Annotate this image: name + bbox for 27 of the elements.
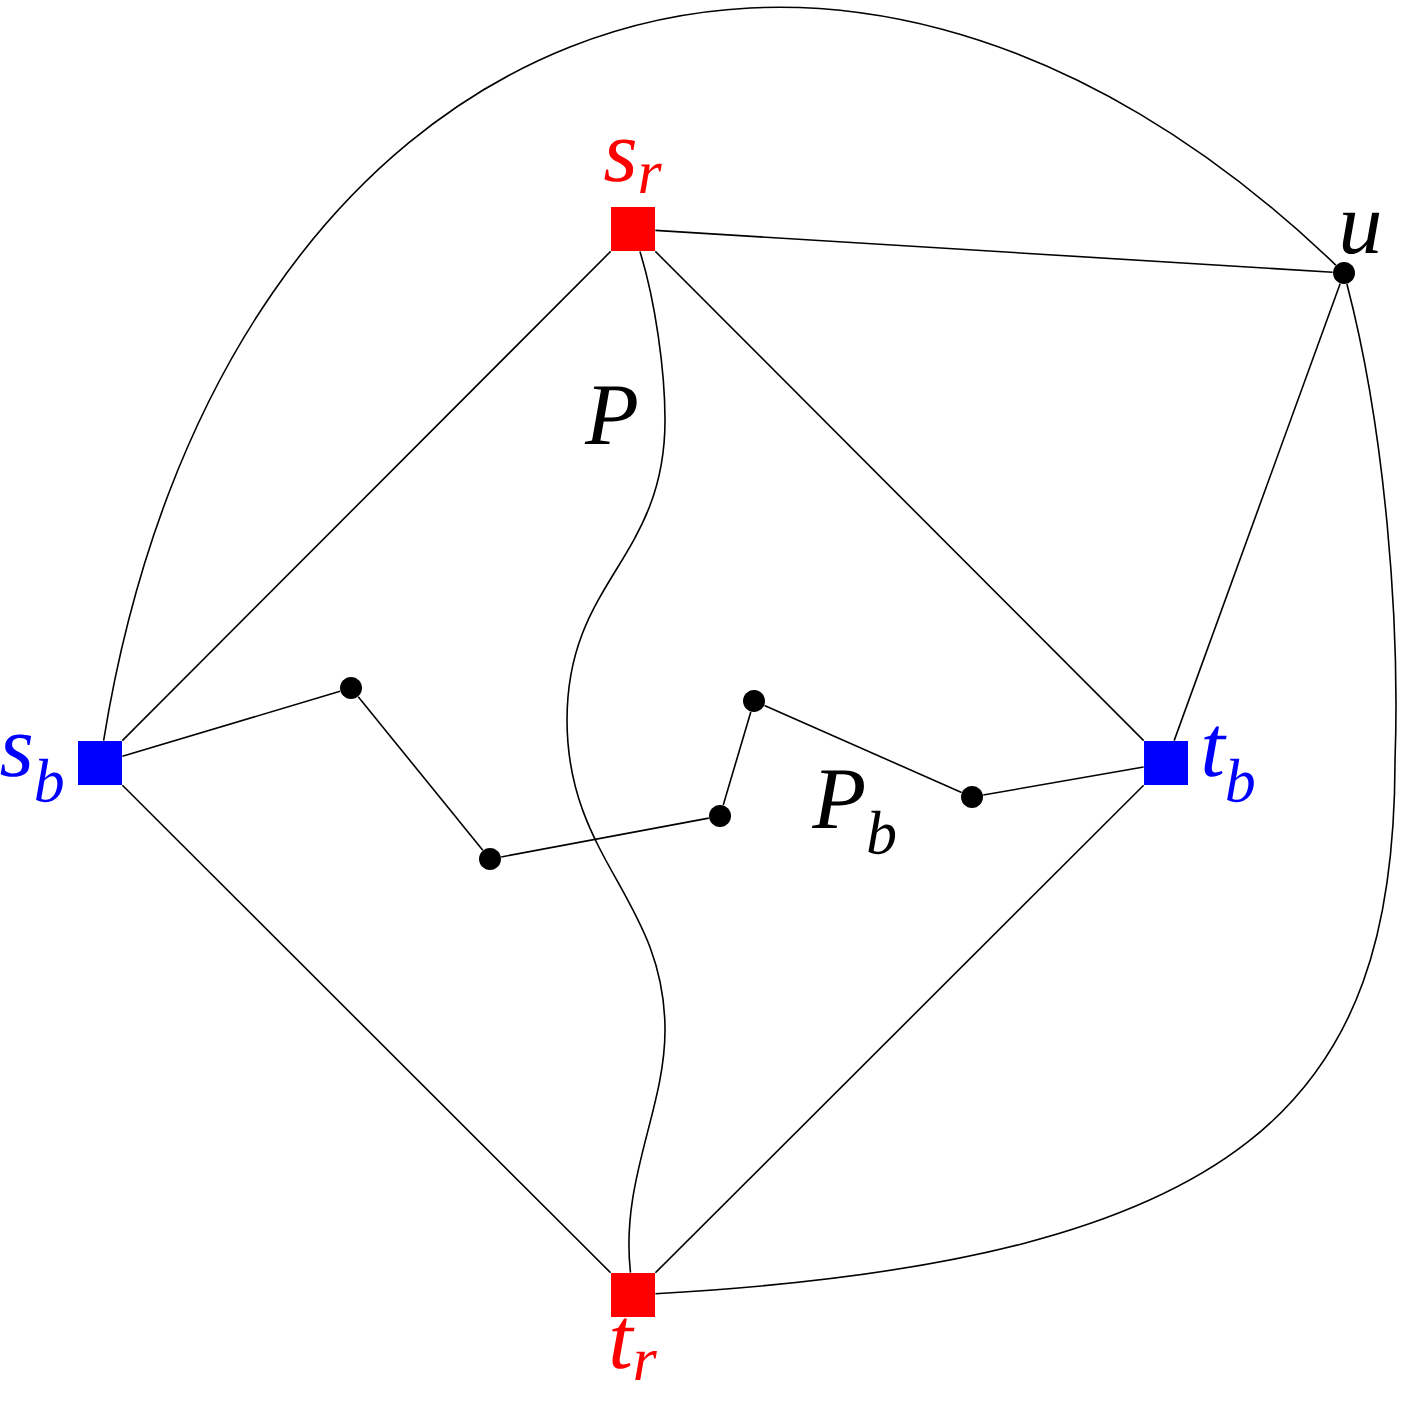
edge-line [500, 817, 710, 858]
curved-edge [654, 283, 1397, 1295]
edge-line [722, 711, 752, 806]
path-label: P$_{b}$ [811, 770, 896, 855]
vertex-dot [479, 848, 501, 870]
vertex-dot [709, 805, 731, 827]
curved-edge [102, 7, 1337, 742]
edge-line [763, 704, 963, 794]
edge-line [121, 250, 612, 742]
vertex-label: s$_{b}$ [0, 734, 63, 803]
edge-line [654, 250, 1145, 742]
edge-line [982, 766, 1145, 796]
edge-line [654, 229, 1334, 274]
vertex-dot [743, 690, 765, 712]
edge-line [121, 690, 341, 758]
vertex-label: t$_{b}$ [1204, 726, 1254, 803]
edge-line [121, 784, 612, 1274]
vertex-dot [961, 786, 983, 808]
edge-line [654, 784, 1145, 1274]
edge-line [1173, 282, 1341, 742]
vertex-label: t$_{r}$ [612, 1318, 657, 1380]
vertex-label: s$_{r}$ [604, 139, 662, 193]
path-label: P [584, 386, 637, 444]
edge-line [357, 696, 484, 851]
vertex-label: u [1342, 212, 1380, 255]
curved-edge [566, 250, 666, 1274]
vertex-dot [340, 677, 362, 699]
